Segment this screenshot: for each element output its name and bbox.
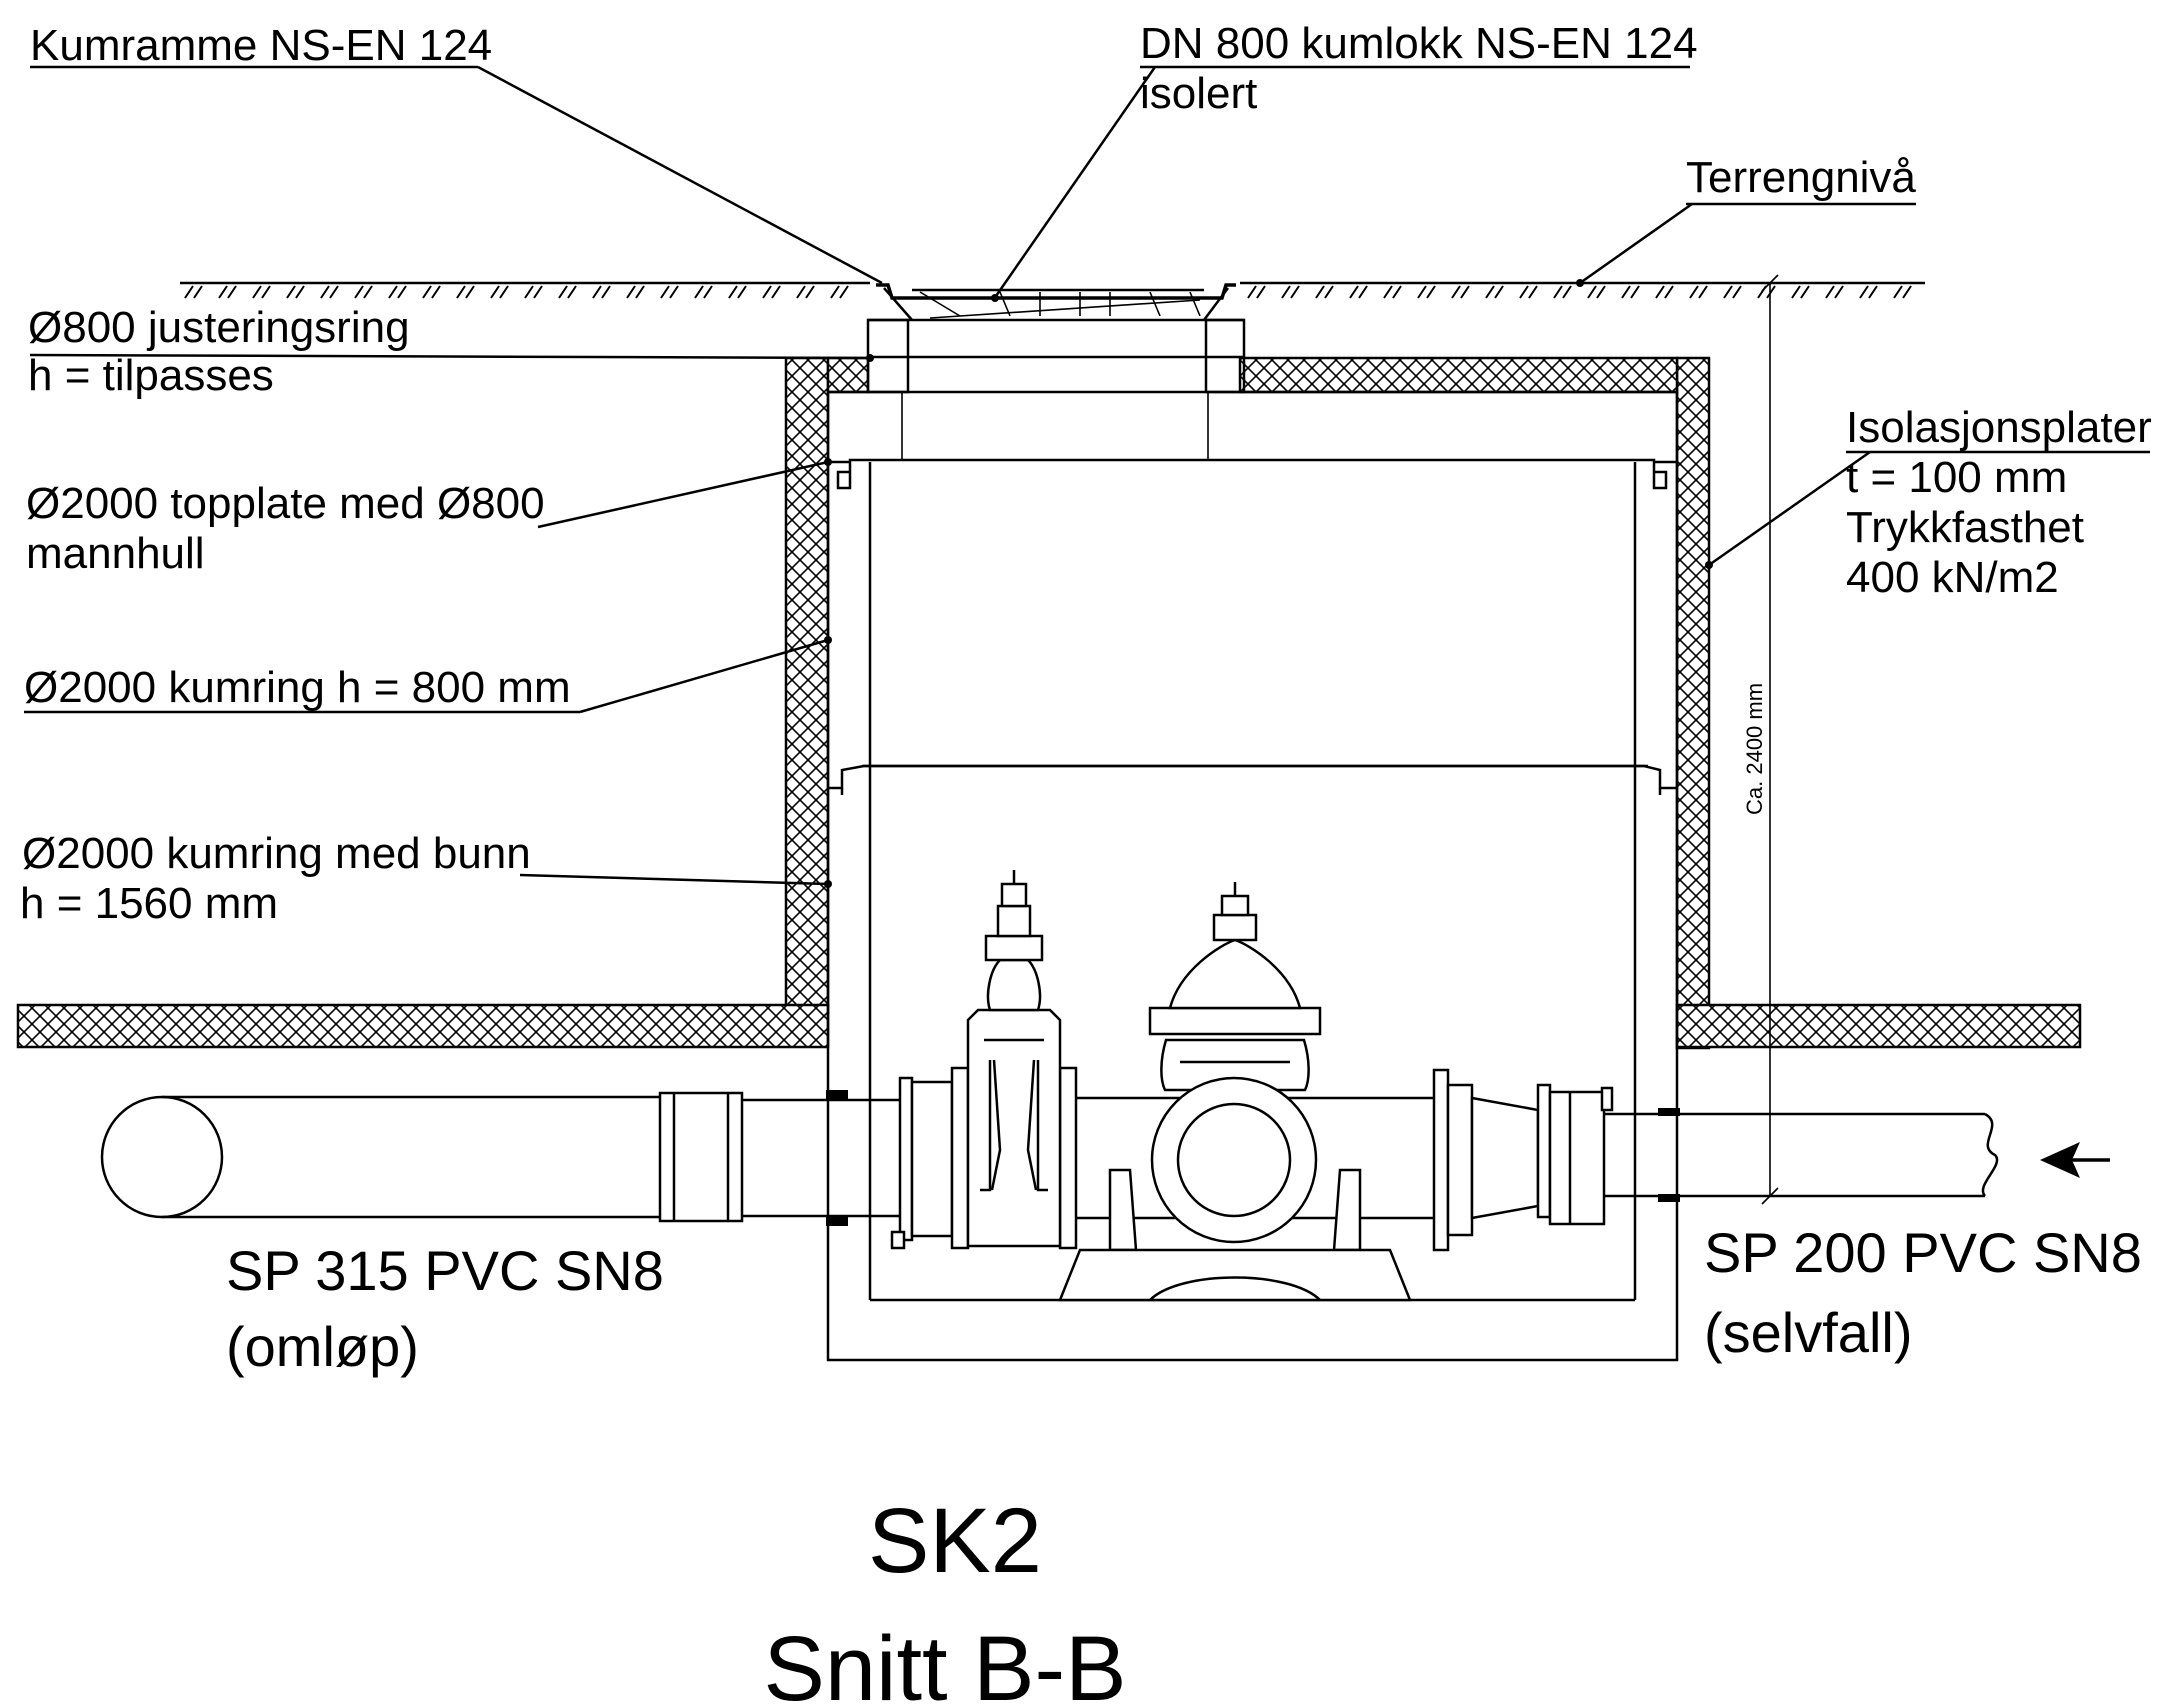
label-kumring: Ø2000 kumring h = 800 mm: [24, 663, 571, 712]
label-isolasjon-t: t = 100 mm: [1846, 453, 2067, 502]
label-justeringsring: Ø800 justeringsring: [28, 303, 410, 352]
ground-line: [180, 281, 1925, 299]
drawing-title: SK2: [868, 1490, 1042, 1592]
dimension-line: Ca. 2400 mm: [1742, 274, 1779, 1205]
label-kumring-bunn: Ø2000 kumring med bunn: [22, 829, 531, 878]
label-isolasjon-kn: 400 kN/m2: [1846, 553, 2059, 602]
label-terrengniva: Terrengnivå: [1686, 153, 1916, 202]
reducer-right: [1432, 1068, 1999, 1252]
label-kumlokk: DN 800 kumlokk NS-EN 124: [1140, 19, 1698, 68]
annotation-labels: Kumramme NS-EN 124 DN 800 kumlokk NS-EN …: [20, 19, 2152, 1708]
label-kumramme: Kumramme NS-EN 124: [30, 21, 492, 70]
label-isolasjonsplater: Isolasjonsplater: [1846, 403, 2152, 452]
ground-hatch-icon: [184, 285, 1912, 299]
label-pipe-sp315: SP 315 PVC SN8: [226, 1239, 664, 1302]
label-topplate: Ø2000 topplate med Ø800: [26, 479, 545, 528]
dimension-label: Ca. 2400 mm: [1742, 683, 1767, 815]
label-kumlokk-isolert: isolert: [1140, 69, 1257, 118]
label-isolasjon-trykkfasthet: Trykkfasthet: [1846, 503, 2084, 552]
label-pipe-selvfall: (selvfall): [1704, 1301, 1912, 1364]
arrow-left-icon: [2040, 1142, 2110, 1178]
manhole-cover-assembly: [866, 283, 1246, 460]
pipe-left: [100, 1090, 900, 1226]
insulation-plates: [16, 356, 2082, 1050]
label-pipe-sp200: SP 200 PVC SN8: [1704, 1221, 2142, 1284]
label-topplate-mannhull: mannhull: [26, 529, 205, 578]
label-pipe-omlop: (omløp): [226, 1315, 419, 1378]
label-kumring-bunn-h: h = 1560 mm: [20, 879, 278, 928]
manhole-rings: [826, 390, 1679, 1362]
gate-valve-large: [1058, 882, 1412, 1302]
gate-valve-left: [890, 870, 1078, 1250]
label-justeringsring-h: h = tilpasses: [28, 351, 274, 400]
drawing-subtitle: Snitt B-B: [763, 1618, 1126, 1708]
leader-lines: [29, 65, 1871, 888]
